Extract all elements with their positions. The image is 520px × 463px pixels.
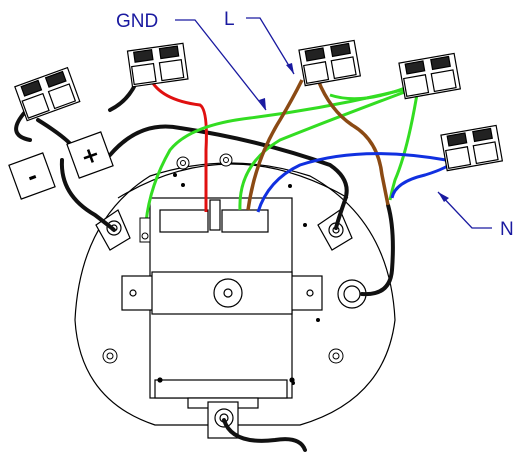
ground-screw — [139, 217, 151, 243]
leader-arrows — [259, 63, 449, 202]
gnd-leader — [175, 19, 267, 111]
terminal-block-l — [298, 39, 362, 87]
l-label: L — [224, 9, 235, 30]
gnd-label: GND — [116, 11, 158, 32]
terminal-block-gnd — [398, 52, 462, 100]
gnd-arrow-icon — [259, 98, 266, 110]
n-label: N — [500, 219, 514, 240]
n-arrow-icon — [438, 192, 449, 202]
transformer-module — [121, 197, 323, 409]
n-leader — [437, 191, 492, 229]
cable-gland-side — [337, 279, 367, 309]
green-wires — [144, 86, 420, 223]
leader-lines — [175, 17, 492, 229]
minus-terminal: - — [8, 152, 56, 200]
terminal-block-n — [440, 124, 504, 172]
l-arrow-icon — [286, 63, 294, 74]
terminal-block-1 — [14, 66, 81, 122]
terminal-block-2 — [126, 42, 189, 88]
brown-wires — [246, 79, 390, 211]
red-wire — [148, 77, 208, 212]
l-leader — [246, 17, 295, 75]
black-wires — [14, 76, 395, 452]
plus-terminal: + — [66, 131, 114, 179]
